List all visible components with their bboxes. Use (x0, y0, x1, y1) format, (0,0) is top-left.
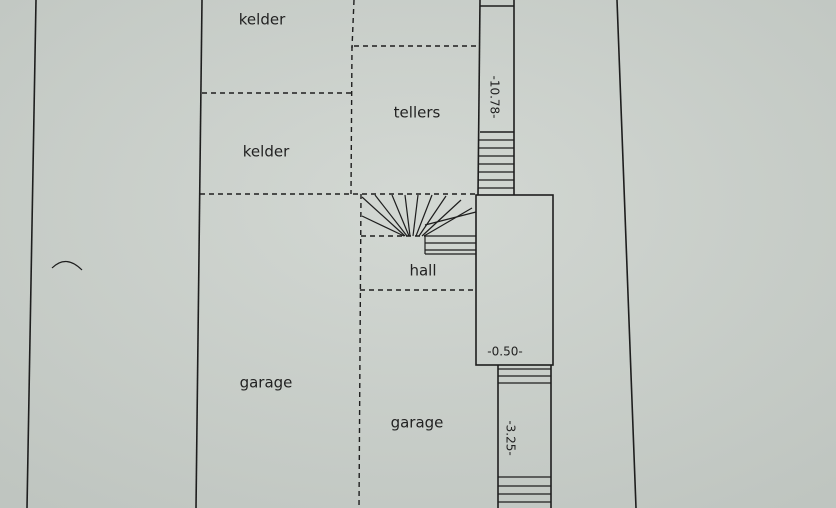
level-label-ramp-top: -10.78- (488, 75, 502, 118)
level-label-ramp-bottom: -3.25- (504, 420, 518, 455)
level-label-ramp-middle: -0.50- (487, 345, 522, 359)
ramp-top-steps (478, 139, 514, 189)
room-label-kelder-top: kelder (239, 11, 286, 29)
room-label-hall: hall (409, 262, 436, 280)
property-line-right (616, 0, 637, 508)
room-label-garage-right: garage (391, 414, 444, 432)
ramp-middle-block (475, 194, 554, 366)
spiral-staircase (361, 194, 477, 255)
room-label-tellers: tellers (394, 104, 441, 122)
partition-garage-middle (358, 193, 362, 508)
room-label-garage-left: garage (240, 374, 293, 392)
building-wall-left (195, 0, 203, 508)
partition-kelder-vertical (351, 0, 355, 49)
ramp-bottom-steps-upper (498, 368, 551, 384)
room-label-kelder-bottom: kelder (243, 143, 290, 161)
ramp-bottom-steps-lower (498, 476, 551, 503)
arc-mark (51, 260, 83, 271)
ramp-top-left-wall (477, 0, 481, 196)
property-line-left (26, 0, 37, 508)
partition-tellers-left (350, 45, 353, 195)
